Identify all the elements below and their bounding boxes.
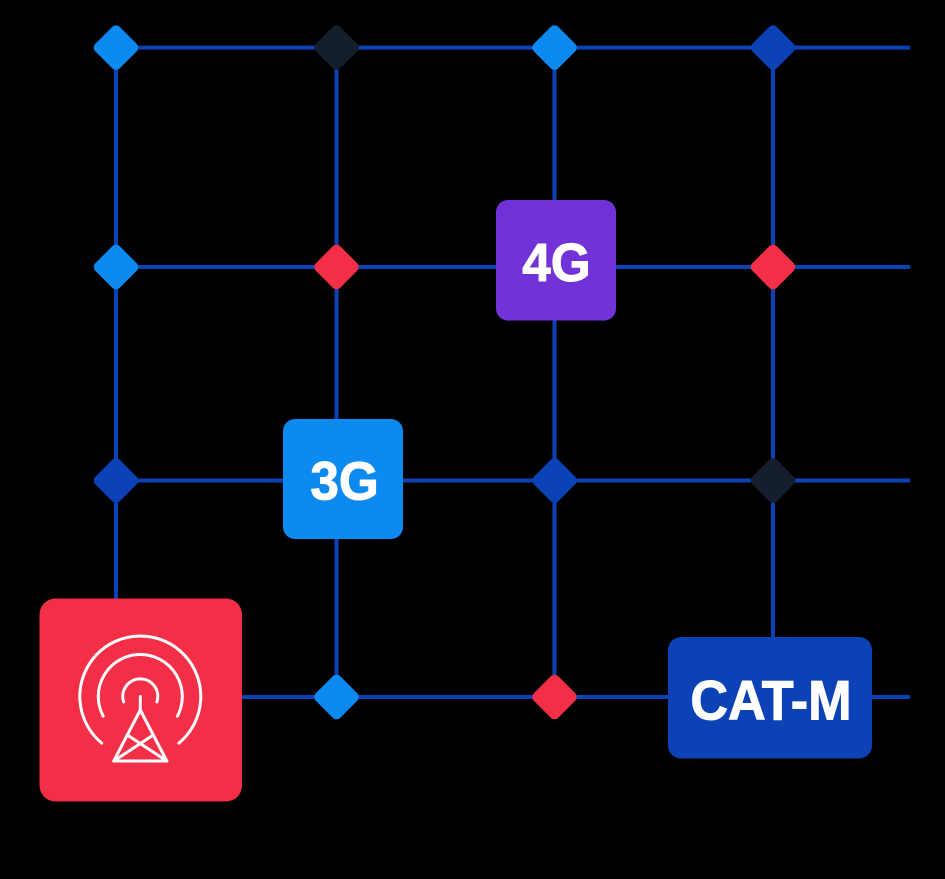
svg-text:CAT-M: CAT-M (690, 670, 851, 732)
svg-text:4G: 4G (522, 233, 590, 293)
svg-text:3G: 3G (310, 451, 378, 511)
